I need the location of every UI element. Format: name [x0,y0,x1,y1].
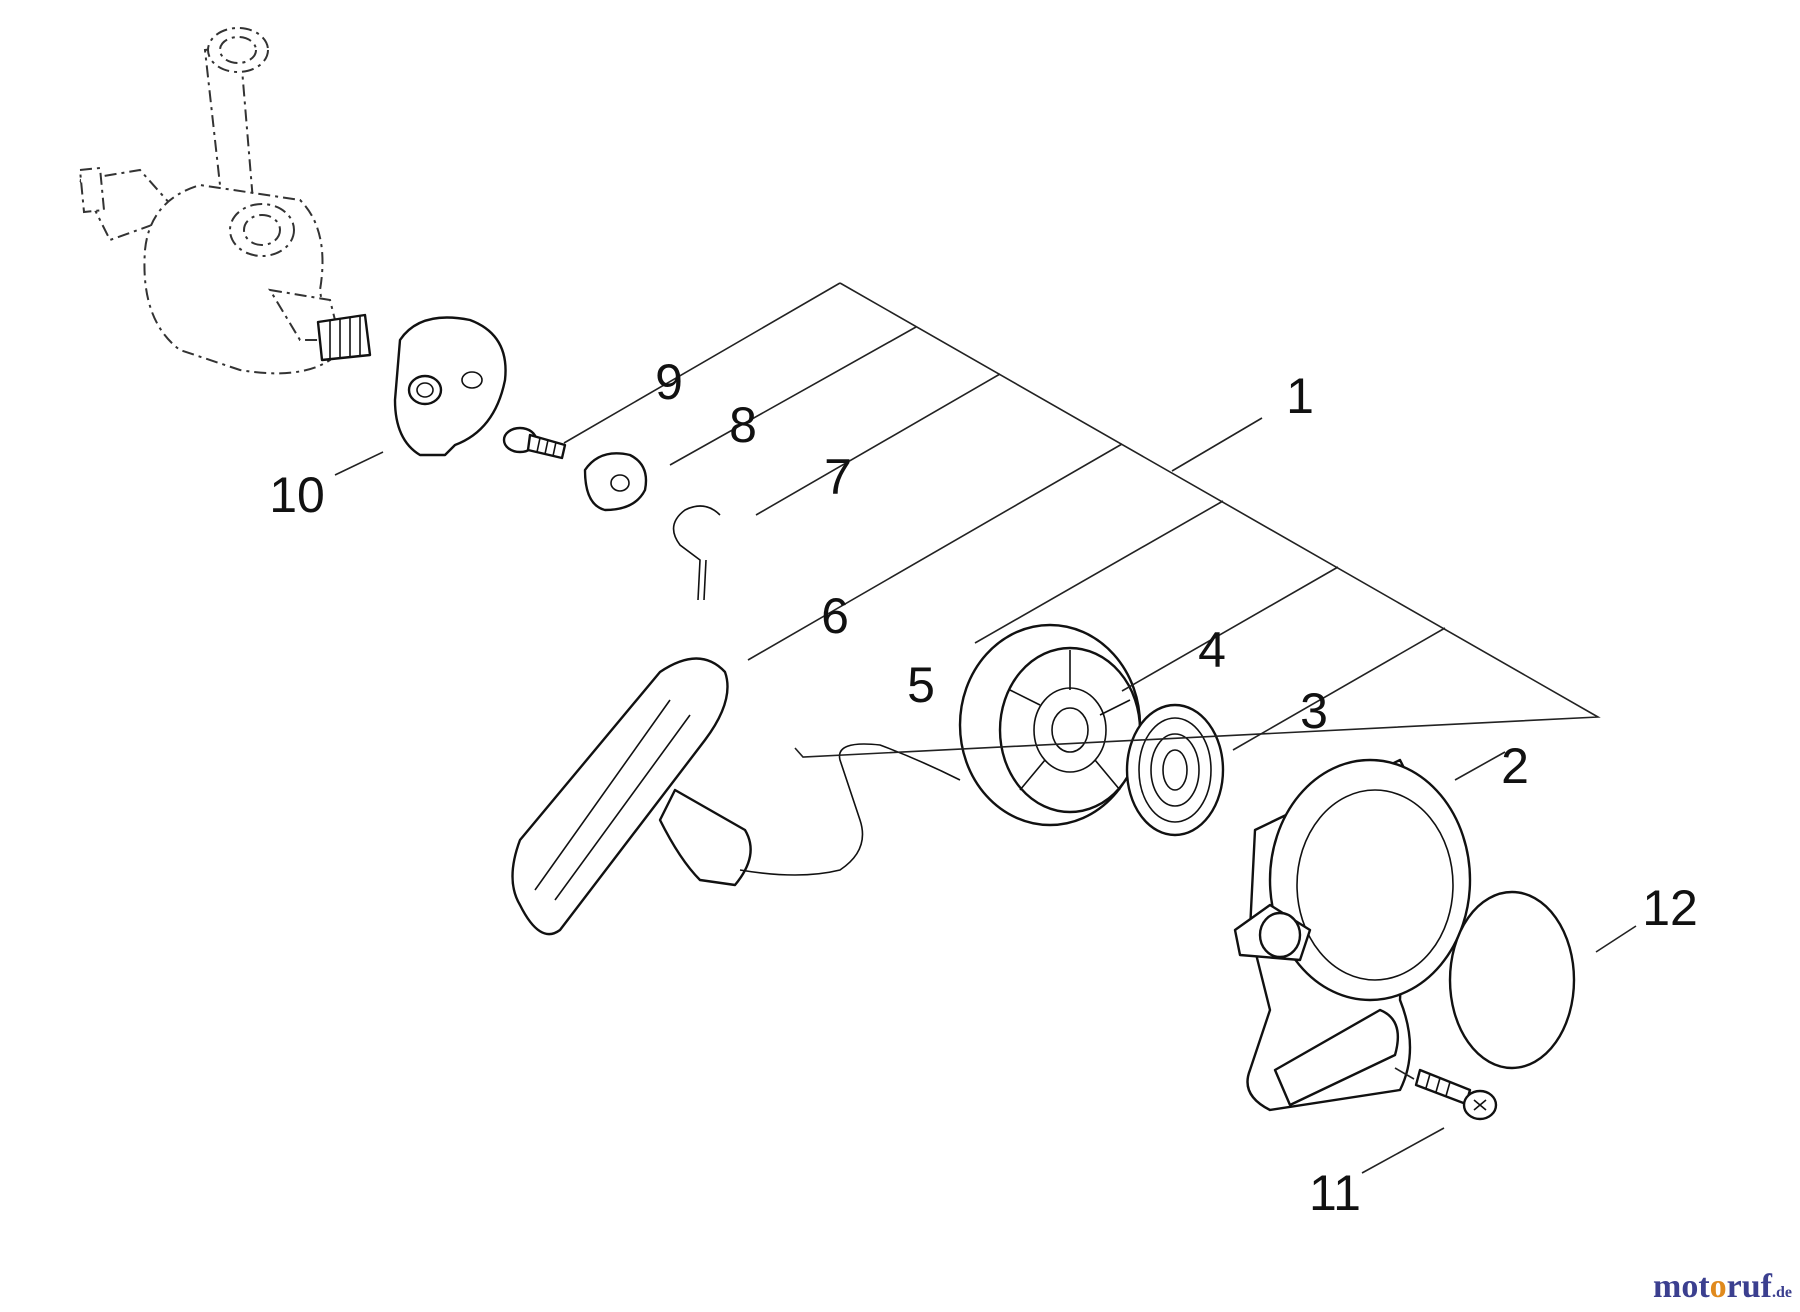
part-label-3: 3 [1300,683,1328,739]
part-label-4: 4 [1198,622,1226,678]
part-label-6: 6 [821,588,849,644]
part-label-1: 1 [1286,368,1314,424]
part-9-screw [502,426,567,460]
part-label-9: 9 [655,354,683,410]
part-label-12: 12 [1642,880,1698,936]
part-11-bolt [1414,1068,1498,1121]
part-label-7: 7 [824,449,852,505]
assembly-1-bracket [563,282,1601,758]
watermark-text-o: o [1709,1268,1727,1305]
part-7-clip [672,505,721,601]
part-10-plate [393,316,507,457]
site-watermark: motoruf.de [1653,1268,1792,1306]
part-5-pulley [958,623,1142,827]
part-4-spring [1125,703,1225,837]
watermark-text-a: mot [1653,1268,1710,1305]
part-label-11: 11 [1309,1165,1361,1221]
leader-2 [1454,751,1506,781]
part-12-decal [1448,890,1576,1070]
part-label-2: 2 [1501,738,1529,794]
part-label-10: 10 [269,467,325,523]
part-6-handle [511,657,961,936]
part-8-pawl [583,452,648,512]
watermark-text-b: ruf [1726,1268,1772,1305]
leader-11b [1394,1067,1415,1080]
leader-11 [1361,1127,1445,1174]
leader-10 [334,451,384,476]
part-label-8: 8 [729,397,757,453]
leader-12 [1595,925,1637,953]
watermark-suffix: .de [1772,1284,1792,1301]
part-label-5: 5 [907,657,935,713]
part-2-housing [1233,758,1472,1112]
crankshaft-ghost [78,27,372,375]
